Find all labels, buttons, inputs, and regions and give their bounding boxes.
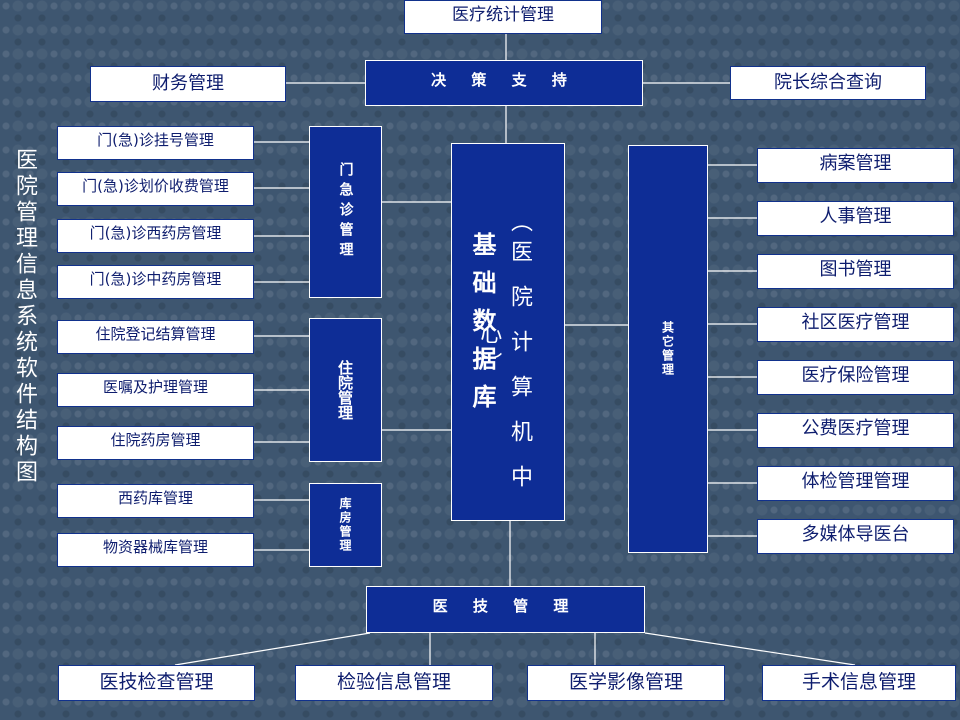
library-management-box: 图书管理	[757, 254, 954, 289]
stats-management-box: 医疗统计管理	[404, 0, 602, 34]
president-query-box: 院长综合查询	[730, 66, 926, 100]
surgery-info-box: 手术信息管理	[762, 665, 956, 701]
center-subtitle: （医 院 计 算 机 中 心）	[476, 209, 532, 495]
inpatient-management-group: 住院管理	[309, 318, 382, 462]
physical-exam-box: 体检管理管理	[757, 466, 954, 501]
western-drug-warehouse-box: 西药库管理	[57, 484, 254, 518]
outpatient-management-group: 门急诊管理	[309, 126, 382, 298]
finance-management-box: 财务管理	[90, 66, 286, 102]
other-management-group: 其它管理	[628, 145, 708, 553]
inpatient-pharmacy-box: 住院药房管理	[57, 426, 254, 460]
medical-insurance-box: 医疗保险管理	[757, 360, 954, 395]
outpatient-registration-box: 门(急)诊挂号管理	[57, 126, 254, 160]
medtech-exam-box: 医技检查管理	[58, 665, 255, 701]
personnel-management-box: 人事管理	[757, 201, 954, 236]
public-medical-box: 公费医疗管理	[757, 413, 954, 448]
outpatient-billing-box: 门(急)诊划价收费管理	[57, 172, 254, 206]
center-title: 基础数据库	[468, 232, 496, 422]
warehouse-management-group: 库房管理	[309, 483, 382, 567]
medical-imaging-box: 医学影像管理	[527, 665, 725, 701]
diagram-title: 医院管理信息系统软件结构图	[12, 148, 37, 486]
outpatient-chinese-pharmacy-box: 门(急)诊中药房管理	[57, 265, 254, 299]
orders-nursing-box: 医嘱及护理管理	[57, 373, 254, 407]
medtech-management-group: 医 技 管 理	[366, 586, 645, 633]
equipment-warehouse-box: 物资器械库管理	[57, 533, 254, 567]
lab-info-box: 检验信息管理	[295, 665, 493, 701]
outpatient-western-pharmacy-box: 门(急)诊西药房管理	[57, 219, 254, 253]
multimedia-guide-box: 多媒体导医台	[757, 519, 954, 554]
decision-support-box: 决 策 支 持	[365, 60, 643, 106]
medical-records-box: 病案管理	[757, 148, 954, 183]
community-medical-box: 社区医疗管理	[757, 307, 954, 342]
inpatient-registration-box: 住院登记结算管理	[57, 320, 254, 354]
central-database-box: （医 院 计 算 机 中 心） 基础数据库	[451, 143, 565, 521]
